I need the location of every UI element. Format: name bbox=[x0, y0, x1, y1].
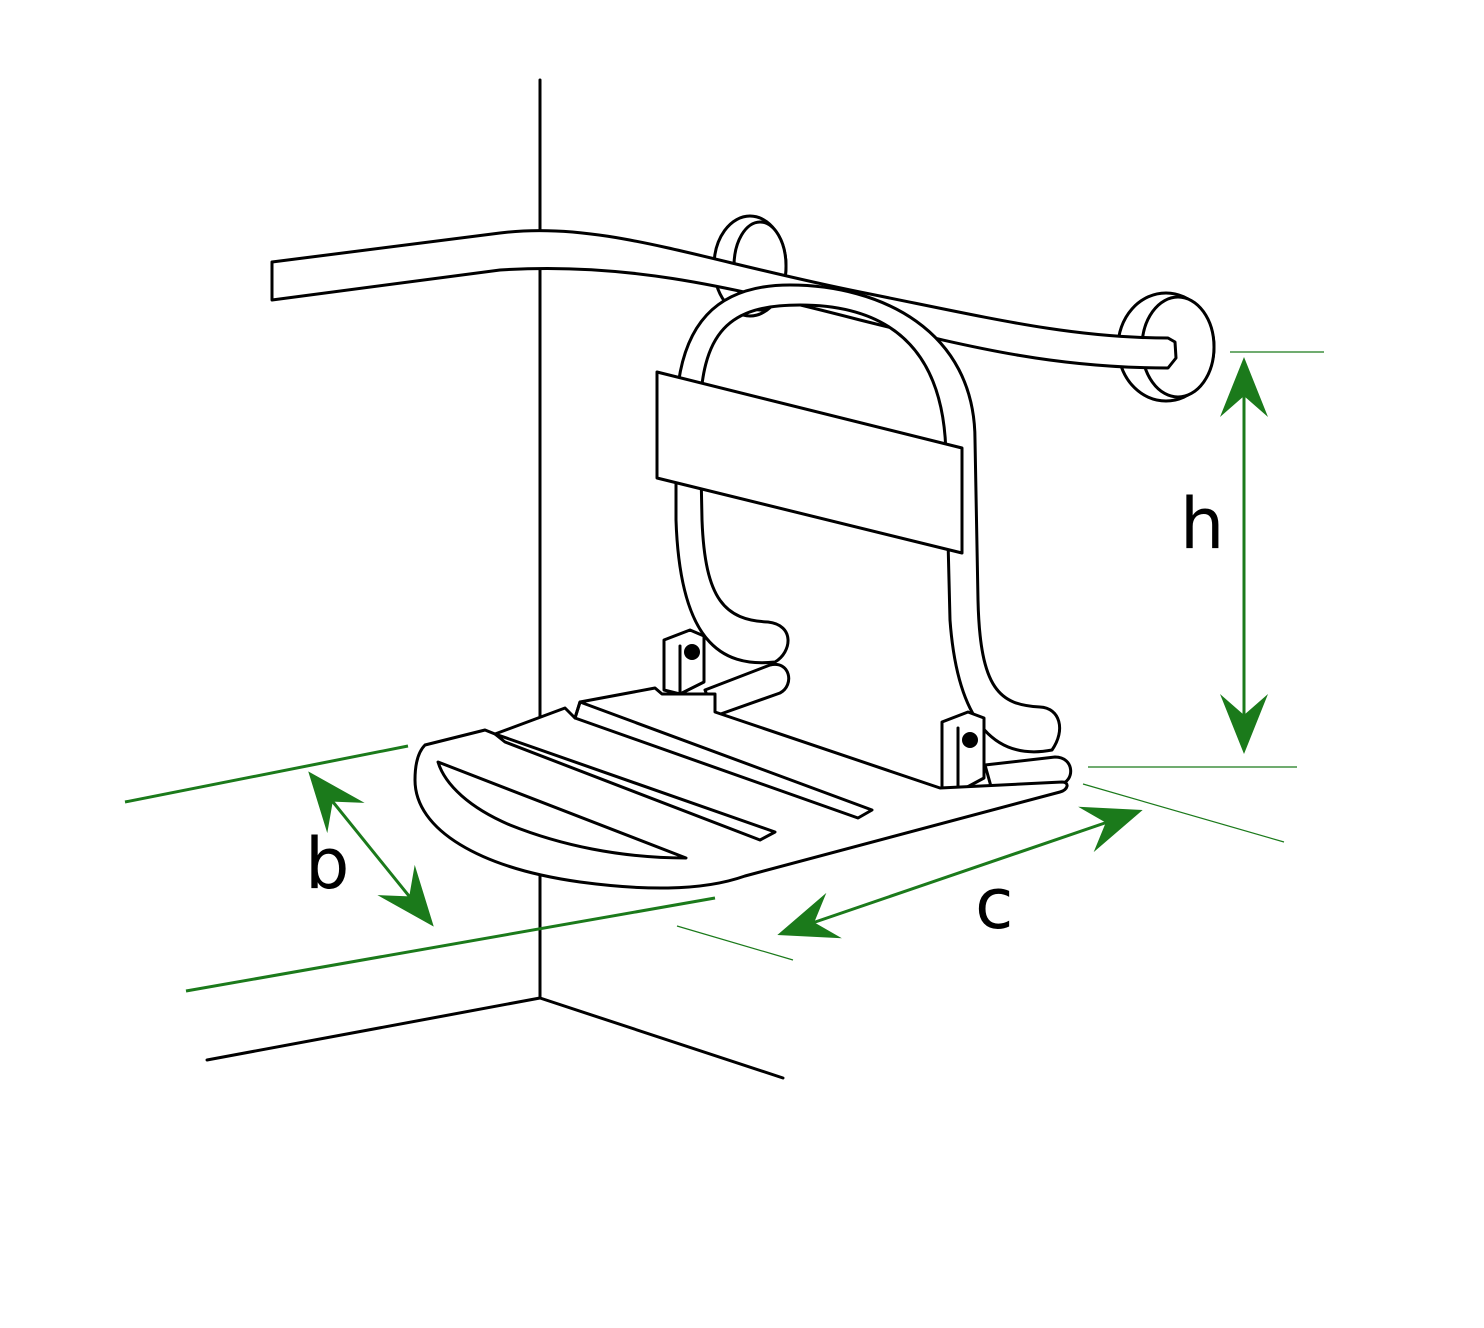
floor-edge-left bbox=[205, 996, 542, 1062]
dimension-b: b bbox=[124, 744, 716, 993]
seat-hinge-rod-left bbox=[703, 662, 791, 718]
bracket-screw bbox=[962, 732, 978, 748]
dimension-arrow-b bbox=[308, 771, 434, 927]
grab-bar bbox=[270, 229, 1178, 370]
seat-slot-1 bbox=[436, 760, 688, 860]
dimension-label-h: h bbox=[1180, 483, 1224, 565]
backrest-pad bbox=[655, 370, 964, 555]
backrest-frame bbox=[674, 283, 1062, 754]
dimension-arrow-c bbox=[777, 806, 1143, 939]
dimension-c: c bbox=[676, 783, 1285, 961]
extension-line-b-front bbox=[185, 896, 716, 993]
extension-line-c-right bbox=[1082, 783, 1285, 843]
seat-slot-2 bbox=[493, 732, 777, 842]
floor-edge-right bbox=[538, 996, 785, 1080]
dimension-label-c: c bbox=[975, 863, 1014, 945]
hinge-bracket-right bbox=[940, 710, 986, 794]
dimension-h: h bbox=[1088, 351, 1324, 768]
hinge-bracket-left bbox=[662, 628, 706, 696]
bracket-screw bbox=[684, 644, 700, 660]
dimension-label-b: b bbox=[305, 823, 349, 905]
extension-line-b-rear bbox=[124, 744, 409, 804]
extension-line-c-left bbox=[676, 925, 794, 961]
